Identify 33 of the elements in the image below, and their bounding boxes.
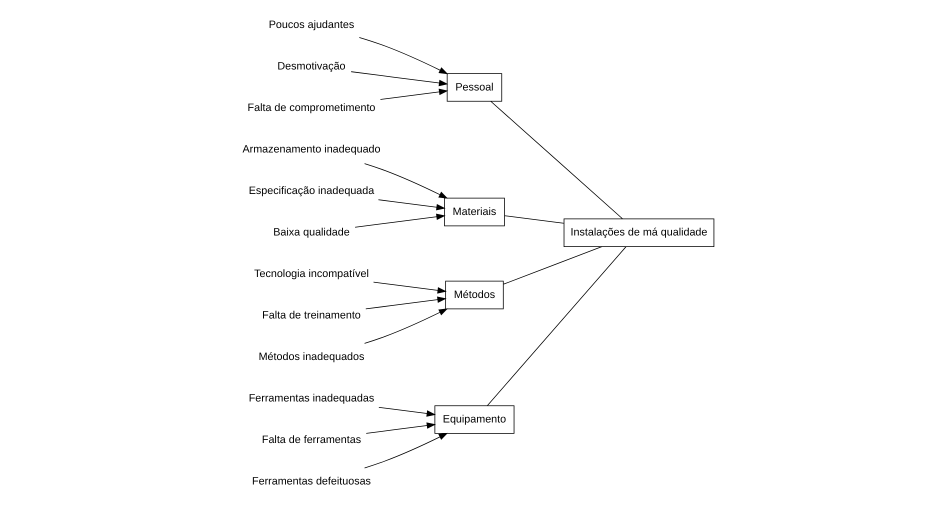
arrow: [364, 308, 448, 344]
arrow: [365, 296, 447, 310]
node-text: Falta de ferramentas: [262, 434, 362, 446]
connector: [487, 246, 626, 406]
arrow: [378, 199, 446, 210]
arrow: [373, 282, 447, 294]
node-text: Falta de comprometimento: [248, 102, 376, 114]
node-text: Especificação inadequada: [248, 185, 374, 198]
node-text: Baixa qualidade: [273, 226, 350, 239]
connector: [503, 246, 602, 285]
node-text: Desmotivação: [277, 60, 346, 73]
node-box: Equipamento: [434, 405, 514, 434]
connector: [504, 215, 564, 224]
arrow: [378, 406, 436, 417]
connector: [490, 101, 623, 220]
arrow: [358, 37, 448, 74]
arrow: [364, 432, 448, 468]
node-box: Pessoal: [446, 73, 502, 102]
arrow: [354, 214, 446, 228]
arrow: [350, 71, 448, 86]
node-text: Ferramentas inadequadas: [248, 392, 374, 405]
node-text: Tecnologia incompatível: [254, 268, 369, 280]
node-text: Armazenamento inadequado: [242, 144, 381, 156]
node-box: Materiais: [444, 198, 505, 226]
node-text: Métodos inadequados: [258, 351, 364, 364]
node-text: Poucos ajudantes: [268, 19, 354, 32]
node-box: Métodos: [445, 280, 504, 310]
arrow: [366, 422, 436, 434]
arrow: [364, 163, 448, 199]
arrow: [380, 88, 448, 100]
node-box: Instalações de má qualidade: [564, 218, 714, 247]
node-text: Falta de treinamento: [262, 310, 361, 322]
node-text: Ferramentas defeituosas: [252, 476, 371, 488]
